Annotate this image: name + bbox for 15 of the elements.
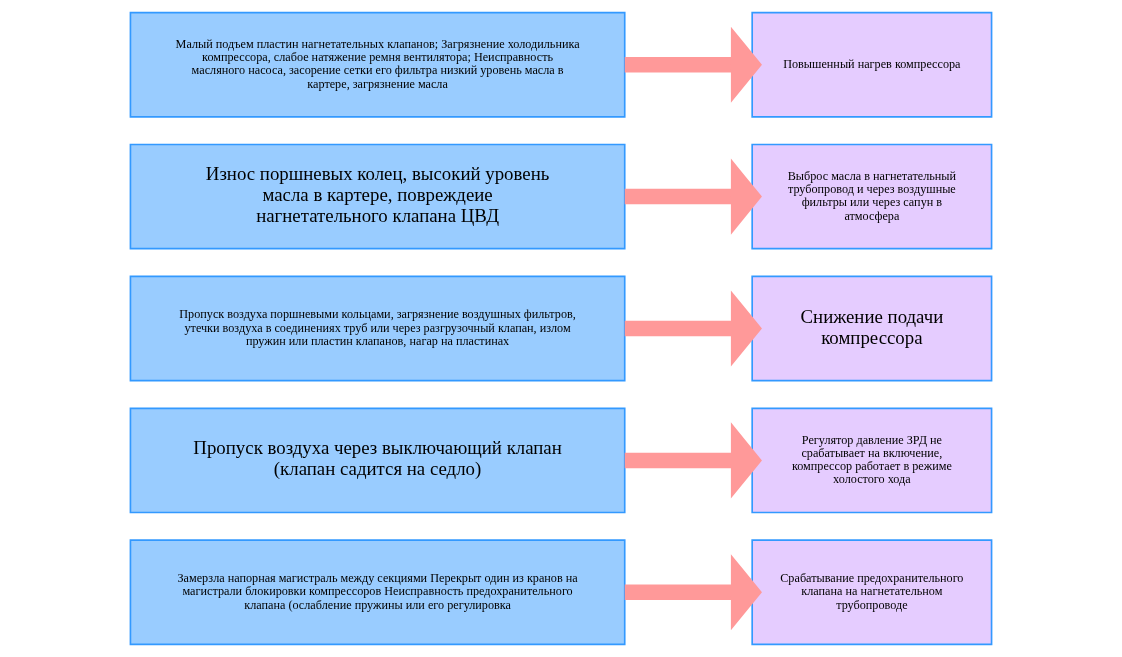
node-box: Пропуск воздуха поршневыми кольцами, загрязнение воздушных фильтров, утечки воздуха в соединениях труб или через разгрузочный клапан, излом пружин или пластин клапанов, нагар на пластинах (129, 275, 626, 382)
node-box: Выброс масла в нагнетательный трубопровод и через воздушные фильтры или через сапун в атмосфера (751, 143, 993, 250)
arrow (624, 554, 762, 631)
arrow (624, 158, 762, 235)
arrow (624, 422, 762, 499)
arrow (624, 290, 762, 367)
node-box: Снижение подачи компрессора (751, 275, 993, 382)
node-box: Малый подъем пластин нагнетательных клапанов; Загрязнение холодильника компрессора, слабое натяжение ремня вентилятора; Неисправность масляного насоса, засорение сетки его фильтра низкий уровень масла в картере, загрязнение масла (129, 11, 626, 118)
node-box: Износ поршневых колец, высокий уровень масла в картере, повреждеие нагнетательного клапана ЦВД (129, 143, 626, 250)
arrow (624, 26, 762, 103)
node-box: Пропуск воздуха через выключающий клапан (клапан садится на седло) (129, 407, 626, 514)
node-box: Регулятор давление ЗРД не срабатывает на включение, компрессор работает в режиме холостого хода (751, 407, 993, 514)
node-box: Срабатывание предохранительного клапана на нагнетательном трубопроводе (751, 539, 993, 646)
node-box: Замерзла напорная магистраль между секциями Перекрыт один из кранов на магистрали блокировки компрессоров Неисправность предохранительного клапана (ослабление пружины или его регулировка (129, 539, 626, 646)
node-box: Повышенный нагрев компрессора (751, 11, 993, 118)
